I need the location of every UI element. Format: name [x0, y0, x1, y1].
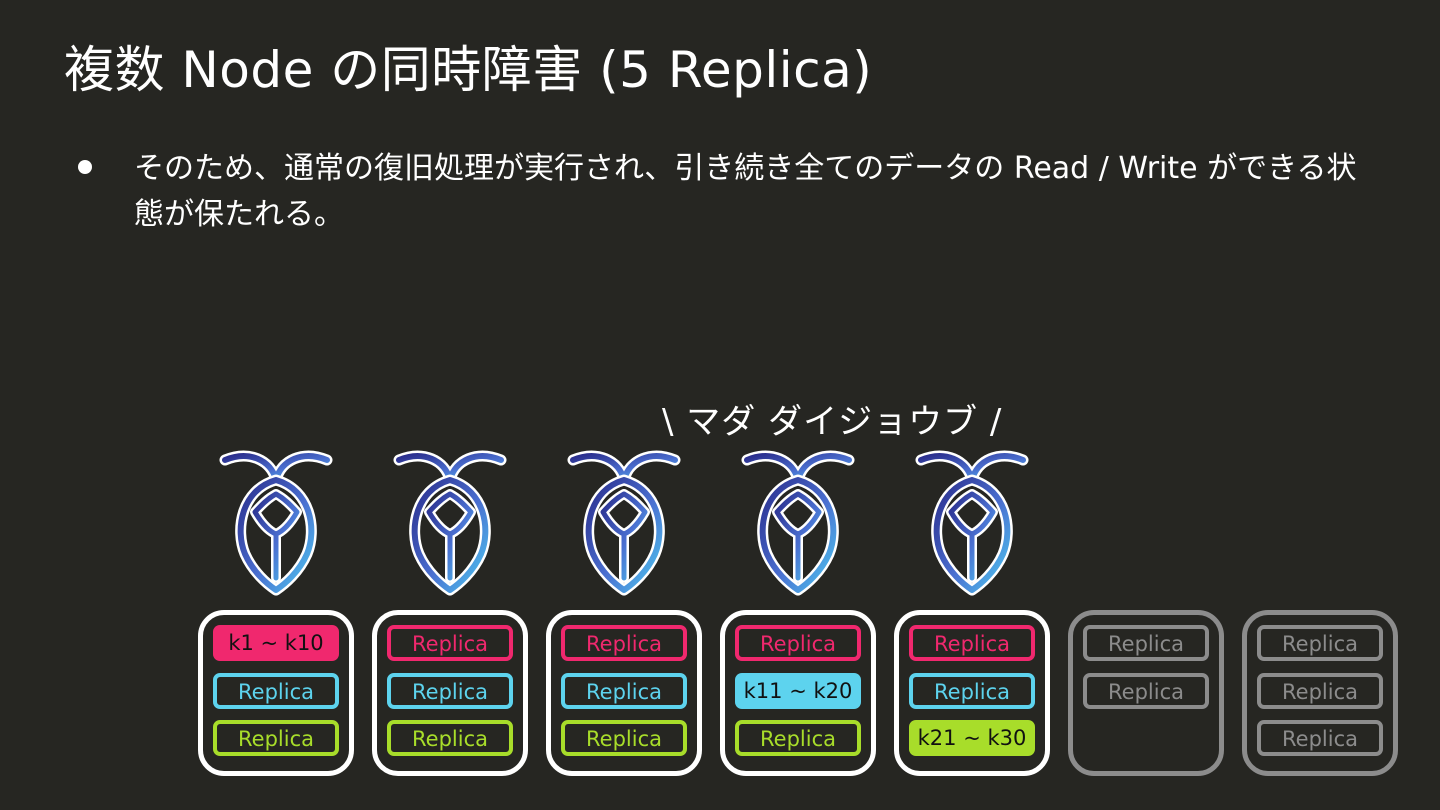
replica-slot: Replica: [1257, 625, 1383, 661]
replica-slot: Replica: [735, 720, 861, 756]
replica-slot: Replica: [561, 720, 687, 756]
bullet-dot-icon: [78, 160, 92, 174]
replica-slot: Replica: [213, 673, 339, 709]
replica-slot: Replica: [387, 673, 513, 709]
replica-slot: Replica: [387, 625, 513, 661]
replica-slot: Replica: [561, 673, 687, 709]
replica-slot: Replica: [909, 625, 1035, 661]
key-range-slot: k1 ~ k10: [213, 625, 339, 661]
bullet-text: そのため、通常の復旧処理が実行され、引き続き全てのデータの Read / Wri…: [134, 151, 1357, 232]
replica-slot: Replica: [735, 625, 861, 661]
replica-slot: Replica: [561, 625, 687, 661]
replica-slot: Replica: [213, 720, 339, 756]
replica-slot: Replica: [909, 673, 1035, 709]
cassandra-logo-icon: [741, 450, 855, 596]
cassandra-logo-icon: [567, 450, 681, 596]
replica-slot: Replica: [1083, 673, 1209, 709]
callout-text: \ マダ ダイジョウブ /: [662, 402, 1003, 442]
replica-slot: Replica: [1257, 720, 1383, 756]
cassandra-logo-icon: [219, 450, 333, 596]
replica-slot: Replica: [387, 720, 513, 756]
key-range-slot: k21 ~ k30: [909, 720, 1035, 756]
cassandra-logo-icon: [915, 450, 1029, 596]
key-range-slot: k11 ~ k20: [735, 673, 861, 709]
slide-title: 複数 Node の同時障害 (5 Replica): [64, 41, 873, 99]
replica-slot: Replica: [1257, 673, 1383, 709]
replica-slot: Replica: [1083, 625, 1209, 661]
cassandra-logo-icon: [393, 450, 507, 596]
bullet-list-item: そのため、通常の復旧処理が実行され、引き続き全てのデータの Read / Wri…: [78, 146, 1378, 238]
